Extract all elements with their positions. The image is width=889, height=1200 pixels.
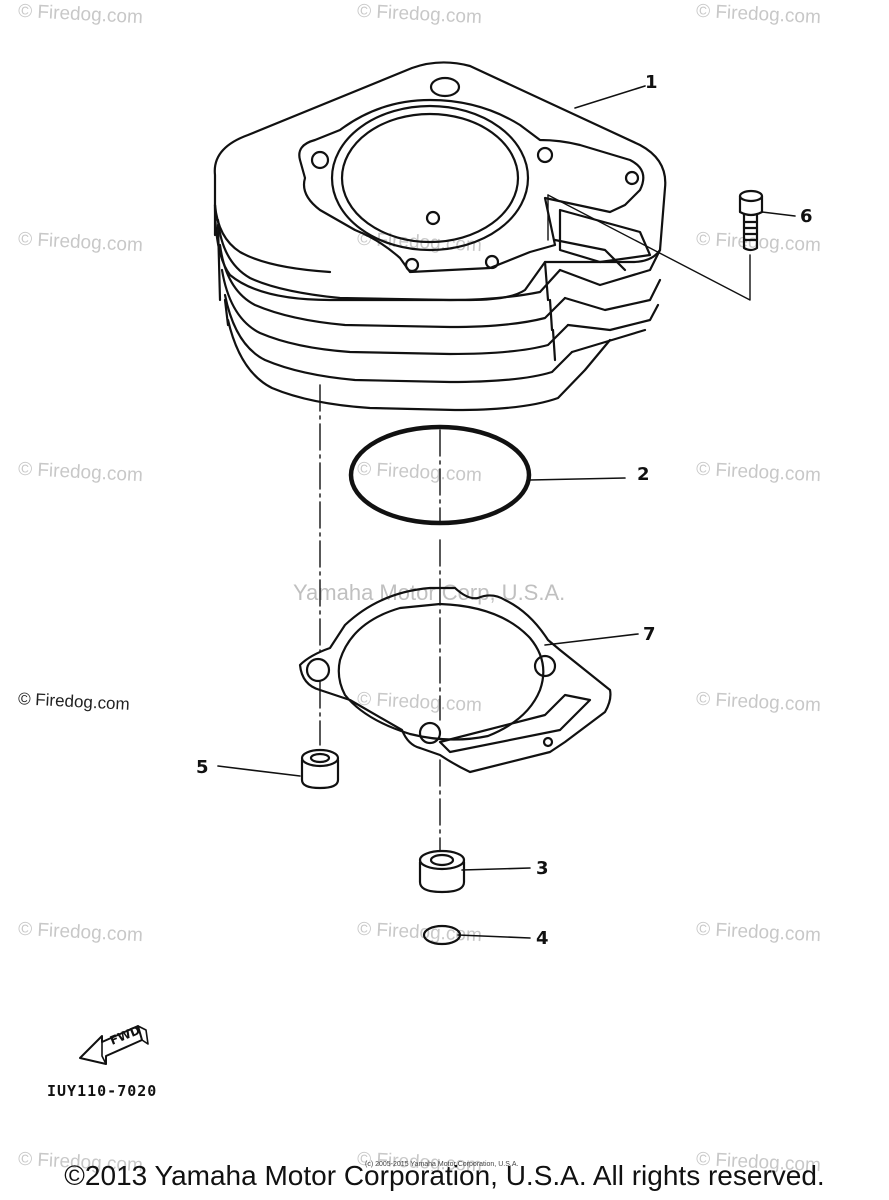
callout-3: 3 — [536, 858, 549, 879]
copyright-notice: ©2013 Yamaha Motor Corporation, U.S.A. A… — [64, 1160, 825, 1191]
base-gasket-part — [298, 586, 612, 774]
callout-5: 5 — [196, 757, 209, 778]
callout-7: 7 — [643, 624, 656, 645]
callout-1: 1 — [645, 72, 658, 93]
diagram-code: IUY110-7020 — [47, 1082, 158, 1100]
small-o-ring-part — [422, 924, 462, 946]
bolt-part — [738, 189, 764, 252]
fwd-label: FWD — [108, 1023, 142, 1048]
callout-2: 2 — [637, 464, 650, 485]
dowel-pin-part — [300, 748, 340, 790]
callout-6: 6 — [800, 206, 813, 227]
watermark-yamaha: Yamaha Motor Corp, U.S.A. — [293, 580, 566, 605]
o-ring-part — [348, 424, 532, 526]
fwd-arrow-icon — [79, 1025, 149, 1065]
small-print: (c) 2005-2015 Yamaha Motor Corporation, … — [365, 1161, 519, 1168]
dowel-pin-part — [418, 849, 466, 894]
callout-4: 4 — [536, 928, 549, 949]
cylinder-part — [213, 61, 667, 412]
